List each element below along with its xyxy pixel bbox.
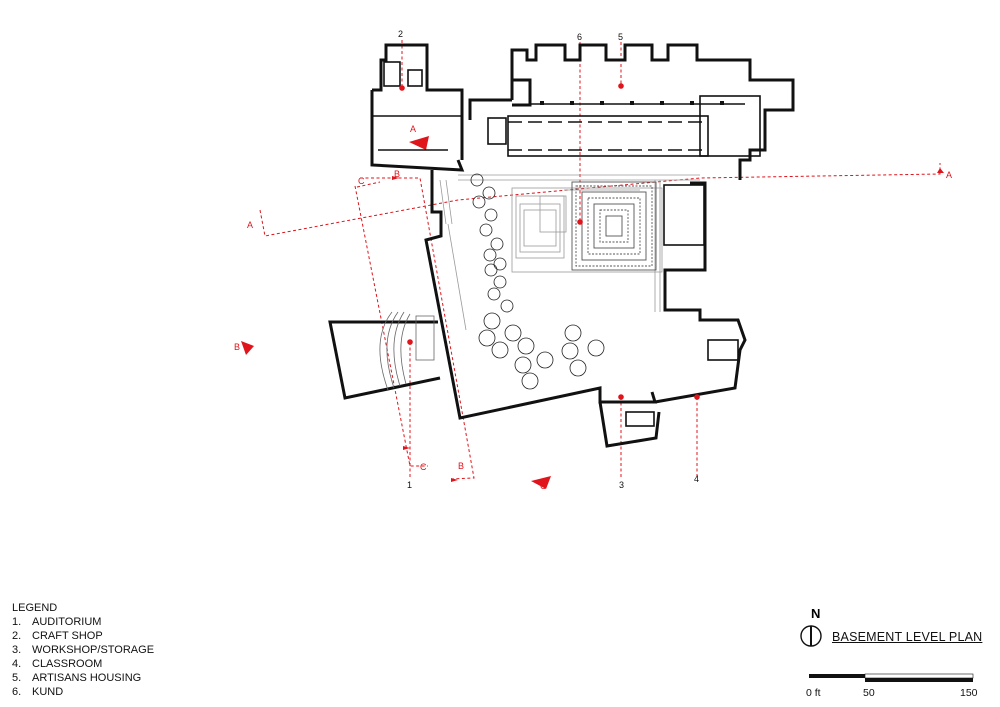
legend-heading: LEGEND	[12, 602, 58, 614]
section-arrow-b	[241, 341, 254, 355]
auditorium-walls	[328, 320, 441, 400]
section-line-a	[259, 163, 941, 237]
room-tag-1: 1	[407, 480, 412, 490]
legend: LEGEND 1.AUDITORIUM 2.CRAFT SHOP 3.WORKS…	[12, 601, 154, 699]
tree	[500, 299, 514, 313]
svg-text:B: B	[458, 461, 464, 471]
tree	[493, 275, 507, 289]
tree	[514, 356, 532, 374]
room-tag-4: 4	[694, 474, 699, 484]
building-walls	[328, 43, 795, 448]
north-label: N	[811, 606, 821, 621]
interior-walls	[372, 61, 761, 427]
tree	[569, 359, 587, 377]
tree	[504, 324, 522, 342]
room-tag-dots	[399, 83, 700, 400]
tree	[482, 186, 496, 200]
auditorium-seating	[379, 311, 435, 391]
tree	[587, 339, 605, 357]
tree	[472, 195, 486, 209]
housing-columns	[540, 101, 724, 105]
legend-item: 2.CRAFT SHOP	[12, 630, 103, 642]
section-lines	[259, 40, 941, 480]
tree	[490, 237, 504, 251]
tree	[483, 248, 497, 262]
scale-label-0: 0 ft	[806, 687, 821, 699]
tree	[517, 337, 535, 355]
kund-stepwell	[571, 181, 657, 271]
tree	[521, 372, 539, 390]
svg-text:A: A	[946, 170, 952, 180]
svg-text:B: B	[394, 169, 400, 179]
tree	[479, 223, 493, 237]
tree	[484, 208, 498, 222]
drawing-title: BASEMENT LEVEL PLAN	[832, 630, 983, 644]
tree	[487, 287, 501, 301]
legend-item: 4.CLASSROOM	[12, 658, 103, 670]
section-line-b	[360, 177, 475, 480]
svg-text:C: C	[540, 481, 547, 491]
tree	[564, 324, 582, 342]
room-tag-5: 5	[618, 32, 623, 42]
tree	[491, 341, 509, 359]
north-arrow-icon	[800, 625, 822, 647]
legend-item: 6.KUND	[12, 686, 64, 698]
tree	[478, 329, 496, 347]
svg-text:C: C	[358, 176, 365, 186]
scale-label-150: 150	[960, 687, 978, 699]
west-perimeter	[424, 170, 658, 420]
section-arrows	[241, 136, 944, 489]
tree	[561, 342, 579, 360]
courtyard-fine-lines	[439, 174, 700, 331]
legend-item: 3.WORKSHOP/STORAGE	[12, 644, 155, 656]
svg-text:A: A	[410, 124, 416, 134]
svg-text:A: A	[247, 220, 253, 230]
section-arrow-c	[531, 476, 551, 489]
room-tag-6: 6	[577, 32, 582, 42]
room-tag-2: 2	[398, 29, 403, 39]
room-tags: 1 2 3 4 5 6	[398, 29, 699, 490]
tree	[484, 263, 498, 277]
craft-shop-walls	[372, 43, 464, 160]
svg-text:C: C	[420, 462, 427, 472]
tree	[536, 351, 554, 369]
courtyard-trees	[470, 173, 605, 390]
legend-item: 5.ARTISANS HOUSING	[12, 672, 142, 684]
tree	[483, 312, 501, 330]
housing-walls	[510, 43, 795, 180]
section-labels: A A A B B B C C C	[234, 124, 952, 491]
workshop-walls	[598, 401, 661, 448]
section-arrow-a	[409, 136, 429, 150]
section-line-c	[354, 185, 428, 467]
classroom-walls	[654, 181, 747, 404]
tree	[470, 173, 484, 187]
room-tag-3: 3	[619, 480, 624, 490]
tree	[493, 257, 507, 271]
scale-bar	[809, 673, 974, 682]
svg-text:B: B	[234, 342, 240, 352]
legend-item: 1.AUDITORIUM	[12, 616, 102, 628]
scale-label-50: 50	[863, 687, 875, 699]
